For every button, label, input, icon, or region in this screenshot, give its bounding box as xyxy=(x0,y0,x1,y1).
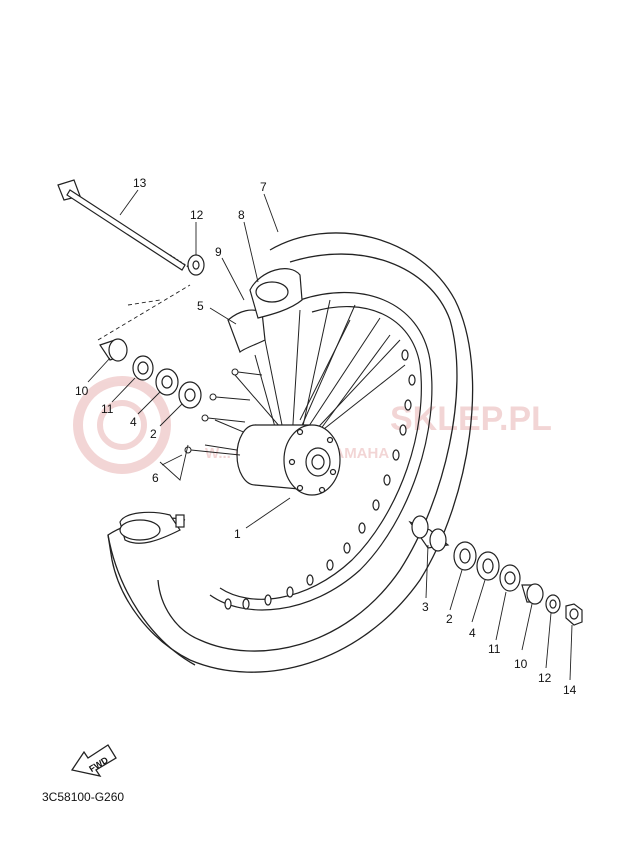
seal-right-11 xyxy=(499,564,521,592)
callout-12-right: 12 xyxy=(538,671,552,685)
callout-1: 1 xyxy=(234,527,241,541)
callout-12-left: 12 xyxy=(190,208,204,222)
callout-11-right: 11 xyxy=(488,642,501,656)
spoke-nipples xyxy=(184,368,263,456)
spacer-3 xyxy=(408,515,450,552)
callout-7: 7 xyxy=(260,180,267,194)
callout-8: 8 xyxy=(238,208,245,222)
leader-lines xyxy=(87,189,573,681)
watermark-logo xyxy=(73,376,171,474)
callout-3: 3 xyxy=(422,600,429,614)
tube-section xyxy=(119,511,185,544)
fwd-arrow-icon: FWD xyxy=(70,744,117,777)
spokes xyxy=(204,299,406,461)
rim-spoke-holes xyxy=(224,349,416,610)
bearing-right-4 xyxy=(476,551,500,581)
hub xyxy=(236,424,341,496)
rim xyxy=(209,292,433,611)
axle xyxy=(57,179,191,271)
oil-seal-left xyxy=(132,355,154,381)
washer-right-12 xyxy=(545,594,561,614)
callout-14: 14 xyxy=(563,683,577,697)
diagram-code: 3C58100-G260 xyxy=(42,790,125,804)
callout-6: 6 xyxy=(152,471,159,485)
collar-right-10 xyxy=(521,583,544,605)
callout-10-right: 10 xyxy=(514,657,528,671)
callout-4-right: 4 xyxy=(469,626,476,640)
callout-9: 9 xyxy=(215,245,222,259)
bearing-left-inner xyxy=(178,381,202,409)
callout-13: 13 xyxy=(133,176,147,190)
callout-10-left: 10 xyxy=(75,384,89,398)
callout-4-left: 4 xyxy=(130,415,137,429)
callout-2-right: 2 xyxy=(446,612,453,626)
bearing-left-outer xyxy=(155,368,179,396)
rim-band xyxy=(227,268,303,353)
callout-11-left: 11 xyxy=(101,402,114,416)
bearing-right-2 xyxy=(453,541,477,571)
collar-left xyxy=(99,338,128,362)
callout-2-left: 2 xyxy=(150,427,157,441)
callout-5: 5 xyxy=(197,299,204,313)
axle-nut-14 xyxy=(565,603,583,626)
callouts: 13 7 12 8 9 5 10 11 4 2 6 1 3 2 4 11 10 … xyxy=(75,176,577,697)
tire xyxy=(107,232,474,673)
washer-left xyxy=(187,254,205,276)
